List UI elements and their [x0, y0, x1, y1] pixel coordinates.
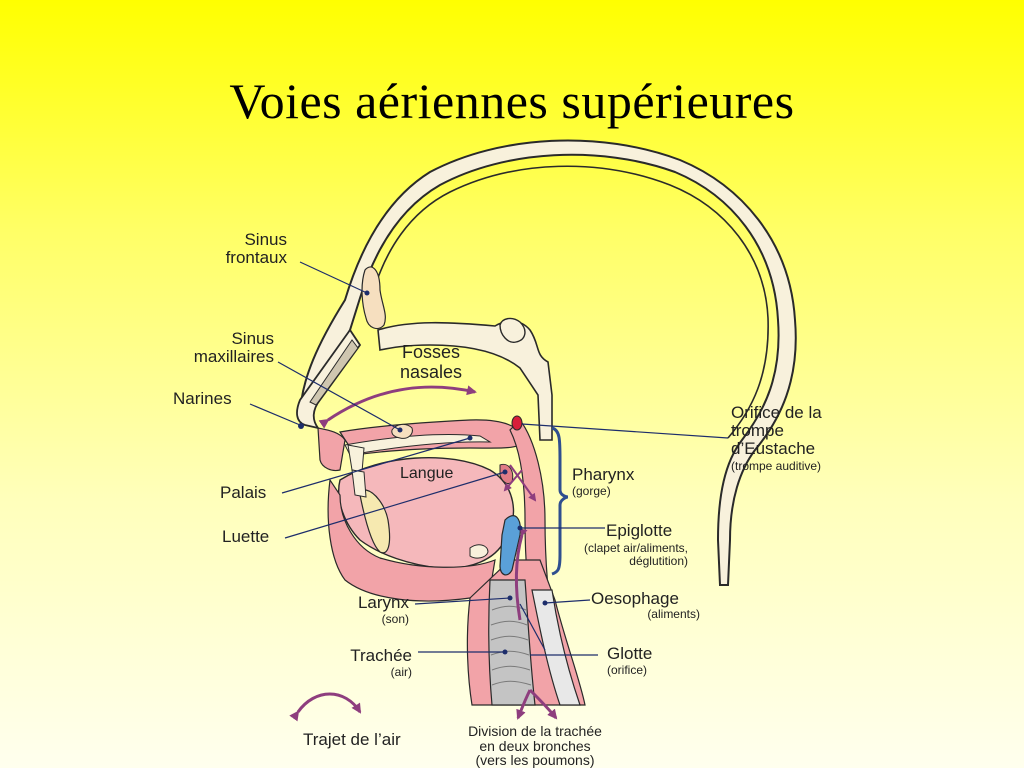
label-larynx: Larynx — [357, 593, 409, 612]
label-luette: Luette — [222, 527, 270, 546]
hard-palate — [344, 434, 492, 456]
leader-oesophage — [544, 599, 591, 604]
sphenoid-bone — [499, 317, 526, 343]
legend-air-arrow — [289, 692, 362, 722]
skull-inner — [371, 165, 769, 439]
label-glotte-sub: (orifice) — [607, 663, 648, 677]
label-trachee-sub: (air) — [390, 665, 412, 679]
leader-sinus-maxillaires — [277, 361, 401, 431]
bronchi-arrow-left — [516, 689, 532, 720]
leader-glotte-2 — [519, 603, 546, 651]
leader-orifice — [521, 423, 729, 439]
leader-luette — [284, 471, 506, 539]
eustachian-orifice — [511, 415, 523, 431]
label-pharynx: Pharynx — [572, 465, 635, 484]
oesophagus — [531, 589, 581, 706]
label-langue: Langue — [400, 465, 454, 482]
larynx-air-arrow — [515, 528, 528, 621]
leader-narines — [249, 403, 301, 426]
label-oesophage: Oesophage — [591, 589, 679, 608]
pharynx-bracket — [551, 426, 569, 576]
label-pharynx-sub: (gorge) — [572, 484, 611, 498]
label-larynx-sub: (son) — [381, 612, 409, 626]
upper-lip — [317, 427, 346, 472]
label-trajet-air: Trajet de l’air — [303, 730, 401, 749]
epiglottis — [499, 515, 521, 576]
label-trachee: Trachée — [350, 646, 412, 665]
skull-base — [377, 320, 553, 441]
upper-teeth — [347, 444, 365, 473]
label-palais: Palais — [220, 483, 267, 502]
label-glotte: Glotte — [607, 644, 653, 663]
frontal-sinus — [361, 266, 386, 330]
label-orifice-sub: (trompe auditive) — [731, 459, 822, 473]
label-oesophage-sub: (aliments) — [647, 607, 700, 621]
skull-outline — [298, 139, 797, 586]
lower-teeth — [351, 469, 367, 498]
label-epiglotte-sub: (clapet air/aliments,déglutition) — [583, 541, 688, 568]
nasal-air-arrow — [318, 385, 477, 429]
leader-sinus-frontaux — [299, 261, 368, 294]
leader-larynx — [414, 597, 511, 605]
leader-lines — [249, 261, 729, 656]
bronchi-arrow-right — [528, 688, 558, 720]
mandible — [359, 489, 391, 554]
label-epiglotte: Epiglotte — [606, 521, 673, 540]
leader-dots — [298, 290, 548, 655]
label-narines: Narines — [173, 389, 232, 408]
leader-palais — [281, 437, 471, 494]
slide-title: Voies aériennes supérieures — [229, 73, 795, 129]
hyoid — [469, 544, 489, 559]
throat-air-arrow-2 — [503, 469, 523, 492]
throat-air-arrow — [509, 464, 537, 502]
